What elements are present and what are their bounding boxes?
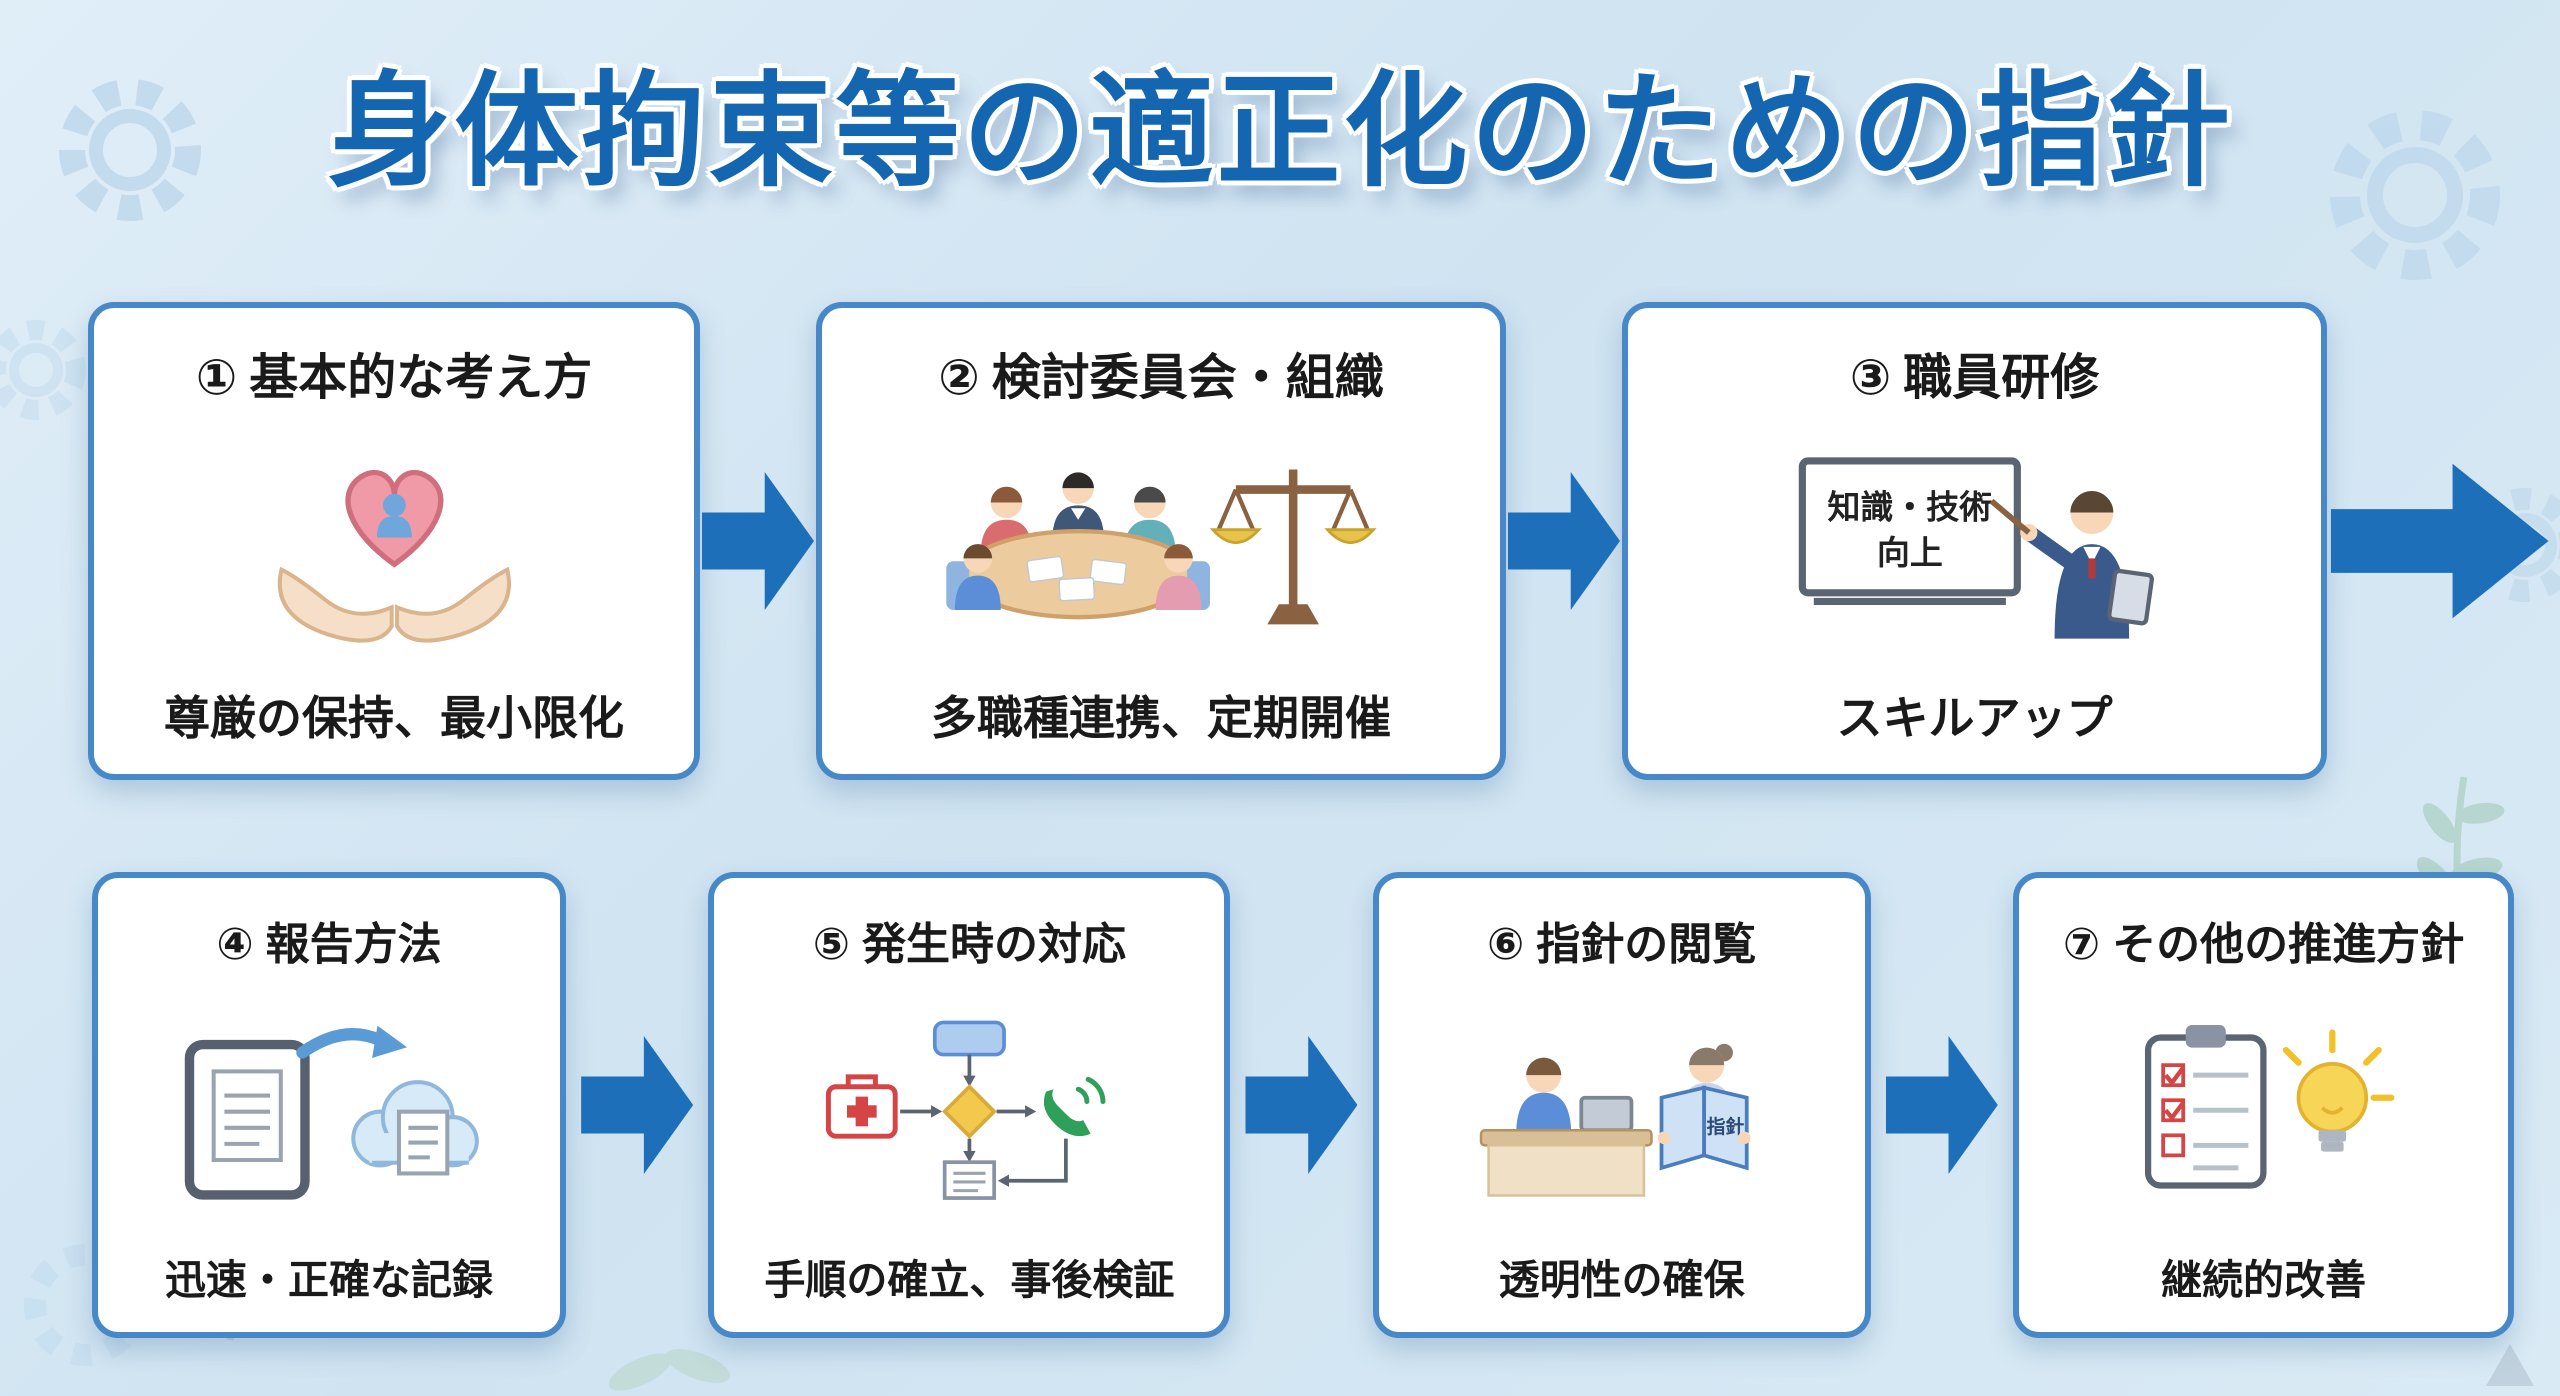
flow-arrow: [1885, 1036, 1998, 1174]
flow-arrow-gap: [2327, 302, 2552, 780]
book-label-text: 指針: [1707, 1115, 1745, 1137]
step-number: ⑤: [812, 920, 850, 969]
step-number: ③: [1849, 351, 1892, 405]
staff-training-icon: 知識・技術 向上: [1798, 457, 2155, 639]
flow-arrow: [1245, 1036, 1358, 1174]
flow-arrow-wrap-to-next-row: [2330, 463, 2549, 619]
step-title-text: 基本的な考え方: [249, 351, 593, 405]
step-caption: 継続的改善: [2160, 1257, 2366, 1303]
flow-arrow: [1508, 472, 1620, 610]
flow-arrow-gap: [1506, 302, 1622, 780]
step-title-text: 職員研修: [1903, 351, 2100, 405]
board-text-line2: 向上: [1877, 534, 1943, 571]
step-title-text: 報告方法: [265, 920, 442, 969]
step-title-text: 指針の閲覧: [1536, 920, 1757, 969]
step-caption: 迅速・正確な記録: [165, 1257, 493, 1303]
report-upload-icon: [184, 1025, 479, 1200]
flow-arrow-gap: [700, 302, 816, 780]
step-caption: 尊厳の保持、最小限化: [164, 692, 624, 744]
step-icon-area: 指針: [1403, 972, 1841, 1246]
page-title: 身体拘束等の適正化のための指針: [327, 63, 2233, 201]
step-number: ⑥: [1487, 920, 1525, 969]
heart-in-hands-icon: [277, 469, 511, 643]
step-number: ⑦: [2062, 920, 2101, 969]
step-icon-area: [122, 972, 536, 1246]
step-icon-area: 知識・技術 向上: [1652, 409, 2297, 682]
step-caption: 手順の確立、事後検証: [764, 1257, 1175, 1303]
step-caption: スキルアップ: [1836, 692, 2113, 744]
response-flow-icon: [825, 1020, 1106, 1200]
step-number: ④: [216, 920, 254, 969]
flow-arrow-gap: [566, 872, 708, 1338]
step-icon-area: [846, 409, 1476, 682]
step-title-text: 検討委員会・組織: [991, 351, 1384, 405]
step-number: ①: [195, 351, 238, 405]
step-caption: 透明性の確保: [1498, 1257, 1745, 1303]
flow-arrow: [702, 472, 814, 610]
step-number: ②: [938, 351, 980, 405]
step-title-text: その他の推進方針: [2112, 920, 2465, 969]
step-title-text: 発生時の対応: [861, 920, 1126, 969]
step-caption: 多職種連携、定期開催: [931, 692, 1391, 744]
flow-arrow: [581, 1036, 694, 1174]
guideline-reading-icon: 指針: [1480, 1043, 1751, 1197]
step-icon-area: [118, 409, 670, 682]
committee-meeting-icon: [946, 469, 1378, 625]
step-icon-area: [2043, 972, 2484, 1246]
watermark: [2486, 1344, 2534, 1386]
flow-arrow-gap: [1871, 872, 2013, 1338]
board-text-line1: 知識・技術: [1828, 488, 1993, 525]
flow-arrow-gap: [1230, 872, 1372, 1338]
checklist-idea-icon: [2145, 1025, 2395, 1189]
step-icon-area: [738, 972, 1200, 1246]
